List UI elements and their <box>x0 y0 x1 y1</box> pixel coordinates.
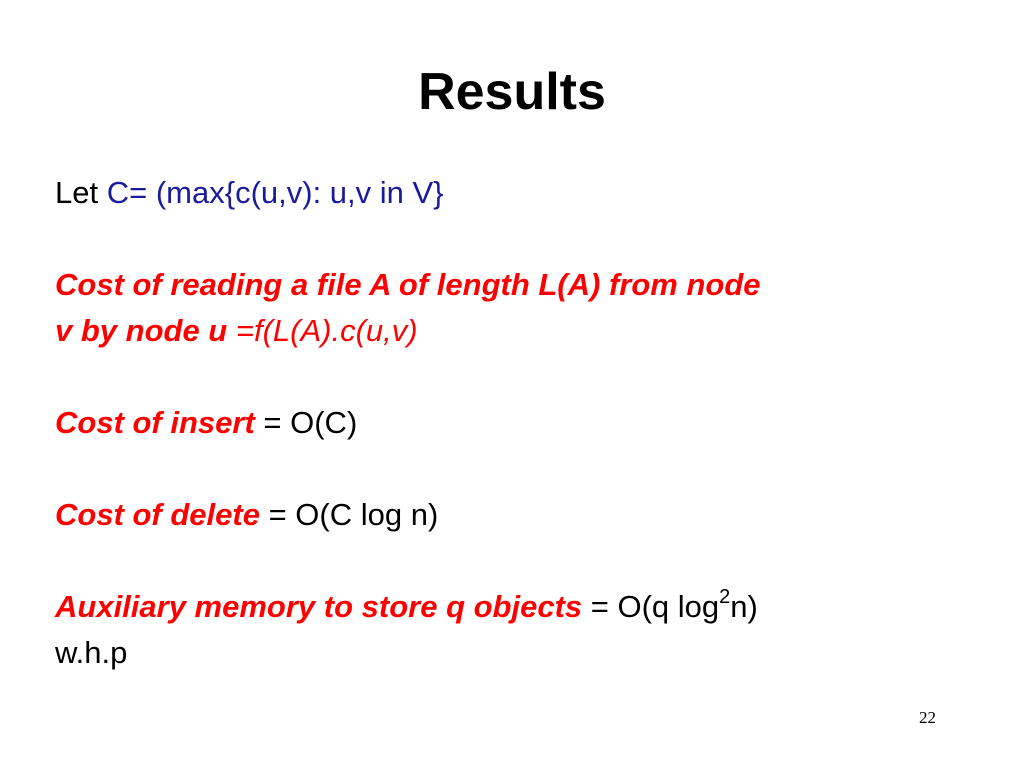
aux-memory-value-suffix: n) <box>730 589 758 624</box>
spacer <box>55 216 985 262</box>
cost-delete-value: = O(C log n) <box>259 497 439 532</box>
aux-memory: Auxiliary memory to store q objects = O(… <box>55 584 985 630</box>
page-number: 22 <box>919 708 936 727</box>
c-formula: C= (max{c(u,v): u,v in V} <box>106 175 444 210</box>
aux-memory-whp: w.h.p <box>55 635 128 670</box>
aux-memory-label: Auxiliary memory to store q objects <box>55 589 583 624</box>
cost-reading-line2: v by node u =f(L(A).c(u,v) <box>55 308 985 354</box>
cost-insert-value: = O(C) <box>254 405 358 440</box>
slide-content: Let C= (max{c(u,v): u,v in V} Cost of re… <box>55 170 985 676</box>
spacer <box>55 354 985 400</box>
cost-reading-line2-bold: v by node u <box>55 313 236 348</box>
let-prefix: Let <box>55 175 107 210</box>
aux-memory-exponent: 2 <box>719 585 731 608</box>
cost-reading-formula: =f(L(A).c(u,v) <box>235 313 418 348</box>
let-definition: Let C= (max{c(u,v): u,v in V} <box>55 170 985 216</box>
cost-reading-line1: Cost of reading a file A of length L(A) … <box>55 267 761 302</box>
cost-delete: Cost of delete = O(C log n) <box>55 492 985 538</box>
slide-title: Results <box>418 63 606 121</box>
spacer <box>55 446 985 492</box>
cost-insert-label: Cost of insert <box>55 405 255 440</box>
aux-memory-value-prefix: = O(q log <box>582 589 720 624</box>
cost-insert: Cost of insert = O(C) <box>55 400 985 446</box>
spacer <box>55 538 985 584</box>
cost-delete-label: Cost of delete <box>55 497 260 532</box>
